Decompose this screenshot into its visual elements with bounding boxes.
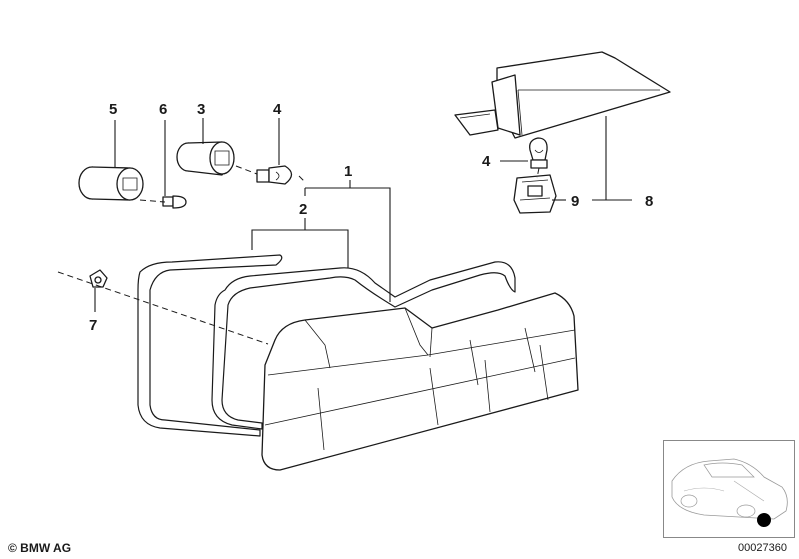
callout-5: 5 — [109, 101, 117, 118]
bulb-holder-2 — [176, 141, 235, 176]
brake-light-housing — [454, 51, 671, 139]
bulb-upper-right — [529, 137, 548, 169]
bulb-socket — [513, 174, 557, 214]
callout-6: 6 — [159, 101, 167, 118]
assembly-lines — [57, 165, 540, 345]
callout-4-right: 4 — [482, 153, 491, 170]
callout-4-left: 4 — [273, 101, 282, 118]
clip-screw — [89, 269, 108, 288]
callout-7: 7 — [89, 317, 97, 334]
drawing-number: 00027360 — [738, 542, 787, 554]
leader-lines — [94, 116, 632, 312]
gasket-outer — [137, 254, 283, 437]
small-bulb — [162, 195, 187, 209]
copyright-label: © BMW AG — [8, 541, 72, 555]
bulb-left — [256, 165, 293, 185]
car-outline-icon — [671, 458, 788, 527]
gasket-inner — [211, 261, 516, 430]
callout-8: 8 — [645, 193, 653, 210]
vehicle-location-thumbnail — [663, 440, 795, 538]
bulb-holder — [78, 166, 144, 201]
location-marker — [757, 513, 771, 527]
tail-lamp — [261, 292, 579, 471]
callout-9: 9 — [571, 193, 579, 210]
callout-3: 3 — [197, 101, 205, 118]
callout-2: 2 — [299, 201, 307, 218]
callout-1: 1 — [344, 163, 352, 180]
